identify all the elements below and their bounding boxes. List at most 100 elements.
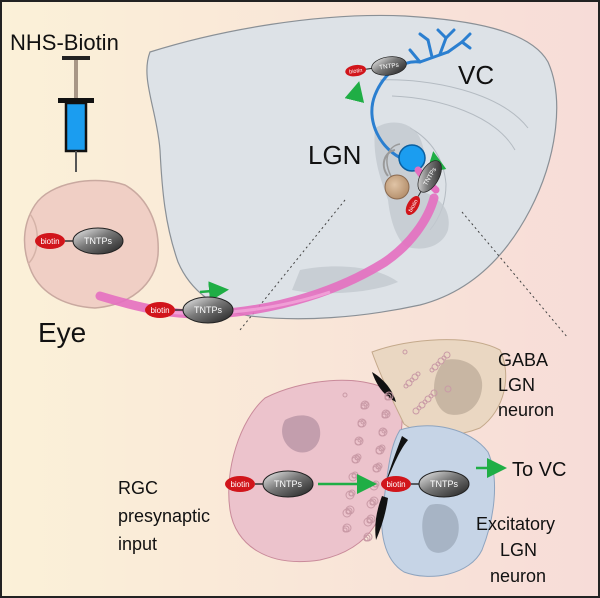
biotin-tntp-tag: biotin TNTPs bbox=[225, 470, 314, 498]
rgc-organelle bbox=[282, 415, 321, 453]
vesicle bbox=[418, 401, 426, 409]
gaba-label-line-1: GABA bbox=[498, 350, 548, 370]
vesicle bbox=[351, 456, 359, 464]
vesicle bbox=[384, 395, 390, 401]
biotin-tag bbox=[381, 476, 411, 492]
biotin-tag-label: biotin bbox=[40, 237, 59, 246]
syringe-icon bbox=[58, 56, 94, 172]
vesicle bbox=[411, 373, 419, 381]
vesicle bbox=[363, 517, 373, 527]
vesicle bbox=[402, 349, 408, 355]
vesicle bbox=[345, 490, 355, 500]
biotin-tag bbox=[225, 476, 255, 492]
vesicle bbox=[375, 447, 383, 455]
green-arrow-icon bbox=[344, 81, 365, 103]
vesicle bbox=[430, 389, 438, 397]
vesicle bbox=[363, 536, 369, 542]
excitatory-label-line-2: LGN bbox=[500, 540, 537, 560]
vesicle bbox=[363, 401, 369, 407]
gaba-label-line-3: neuron bbox=[498, 400, 554, 420]
biotin-tag-label: biotin bbox=[230, 480, 249, 489]
lgn-label: LGN bbox=[308, 140, 361, 170]
vesicle bbox=[405, 379, 413, 387]
vesicle bbox=[342, 392, 348, 398]
tntps-tag-label: TNTPs bbox=[84, 236, 112, 246]
rgc-label-line-3: input bbox=[118, 534, 157, 554]
tntps-tag-label: TNTPs bbox=[379, 62, 399, 72]
biotin-tag bbox=[145, 302, 175, 318]
biotin-tag-label: biotin bbox=[408, 199, 420, 214]
synaptic-cleft bbox=[375, 496, 388, 540]
vesicle bbox=[360, 419, 366, 425]
vesicle bbox=[384, 410, 390, 416]
vesicle bbox=[345, 509, 351, 515]
tntps-tag-label: TNTPs bbox=[274, 479, 302, 489]
green-arrow-icon bbox=[199, 281, 229, 302]
vesicle bbox=[354, 438, 362, 446]
vesicle bbox=[444, 385, 452, 393]
biotin-tntp-tag: biotin TNTPs bbox=[345, 56, 407, 77]
excitatory-organelle bbox=[422, 504, 459, 553]
vesicle bbox=[366, 499, 376, 509]
to-vc-label: To VC bbox=[512, 459, 566, 481]
brain-ridge bbox=[379, 79, 529, 129]
tntps-tag bbox=[371, 56, 407, 76]
vesicle bbox=[369, 500, 375, 506]
vesicle bbox=[360, 404, 366, 410]
vesicle bbox=[443, 351, 451, 359]
vesicle bbox=[354, 455, 360, 461]
vesicle bbox=[424, 395, 432, 403]
vesicle bbox=[375, 464, 381, 470]
excitatory-label-line-1: Excitatory bbox=[476, 514, 555, 534]
gaba-neuron-small bbox=[382, 143, 410, 200]
biotin-tag-label: biotin bbox=[349, 68, 363, 76]
visual-cortex-dendrites bbox=[408, 28, 472, 64]
lgn-relay-neuron bbox=[398, 144, 426, 172]
rgc-label-line-1: RGC bbox=[118, 478, 158, 498]
vesicle bbox=[348, 491, 354, 497]
vesicle bbox=[381, 413, 387, 419]
excitatory-label-line-3: neuron bbox=[490, 566, 546, 586]
vesicle bbox=[429, 367, 435, 373]
vesicle bbox=[351, 473, 357, 479]
tntps-tag-label: TNTPs bbox=[430, 479, 458, 489]
gaba-organelle bbox=[433, 359, 483, 415]
vesicle bbox=[403, 383, 409, 389]
vesicle bbox=[431, 363, 439, 371]
biotin-tag-label: biotin bbox=[386, 480, 405, 489]
tntps-tag-label: TNTPs bbox=[194, 305, 222, 315]
biotin-tag bbox=[405, 195, 421, 216]
tntps-tag bbox=[262, 470, 314, 498]
rgc-label-line-2: presynaptic bbox=[118, 506, 210, 526]
vesicle bbox=[437, 357, 445, 365]
vesicle bbox=[378, 429, 386, 437]
tntps-tag bbox=[72, 227, 124, 255]
vesicle bbox=[412, 407, 420, 415]
tntps-tag bbox=[417, 160, 442, 193]
vesicle bbox=[342, 527, 348, 533]
vesicle bbox=[372, 465, 380, 473]
vesicle bbox=[366, 518, 372, 524]
vesicle bbox=[357, 437, 363, 443]
synaptic-cleft bbox=[386, 436, 408, 482]
biotin-tntp-tag: biotin TNTPs bbox=[381, 470, 470, 498]
biotin-tag-label: biotin bbox=[150, 306, 169, 315]
gaba-label-line-2: LGN bbox=[498, 375, 535, 395]
eye-label: Eye bbox=[38, 317, 86, 348]
tntps-tag bbox=[418, 470, 470, 498]
biotin-tag bbox=[35, 233, 65, 249]
biotin-tntp-tag: biotin TNTPs bbox=[145, 296, 234, 324]
vc-label: VC bbox=[458, 60, 494, 90]
biotin-tntp-tag: biotin TNTPs bbox=[35, 227, 124, 255]
nhs-biotin-label: NHS-Biotin bbox=[10, 30, 119, 55]
vesicle bbox=[378, 446, 384, 452]
brain-ridge bbox=[391, 95, 516, 151]
tntps-tag bbox=[182, 296, 234, 324]
brain-section bbox=[146, 14, 558, 320]
vesicle bbox=[342, 508, 352, 518]
